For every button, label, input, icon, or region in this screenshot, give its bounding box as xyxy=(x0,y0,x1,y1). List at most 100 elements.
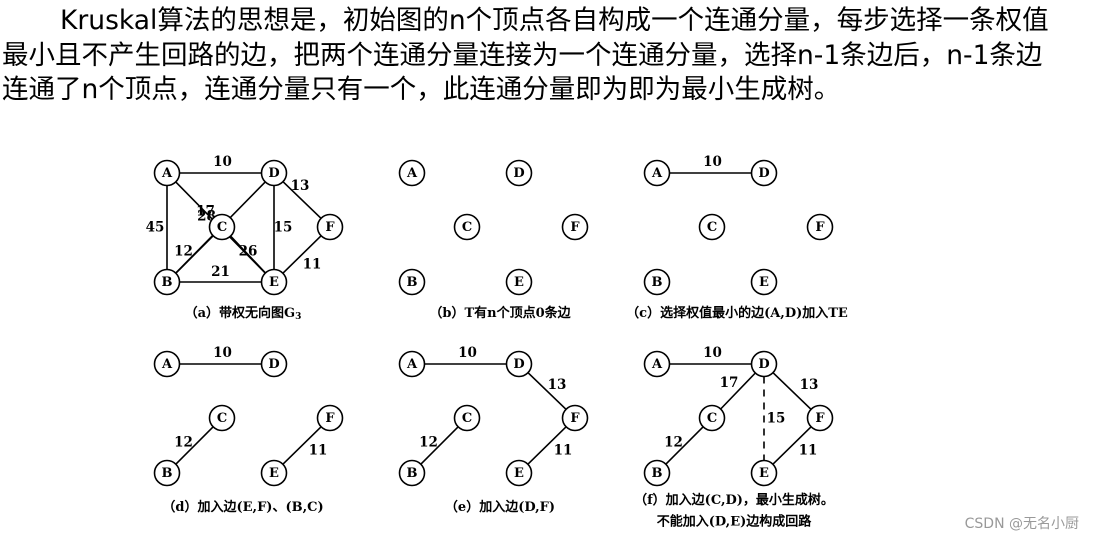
node-label: B xyxy=(652,275,663,290)
node-C: C xyxy=(698,404,726,432)
caption-f: （f）加入边(C,D)，最小生成树。 xyxy=(634,492,834,508)
node-circle xyxy=(316,404,344,432)
node-label: D xyxy=(268,357,279,372)
edge-E-F xyxy=(282,426,322,465)
node-label: B xyxy=(407,275,418,290)
node-circle xyxy=(260,459,288,487)
edge-weight-E-F: 11 xyxy=(303,257,322,273)
node-circle xyxy=(505,350,533,378)
node-label: E xyxy=(759,275,769,290)
edge-B-C xyxy=(665,426,704,465)
node-E: E xyxy=(505,268,533,296)
node-C: C xyxy=(208,404,236,432)
node-circle xyxy=(316,213,344,241)
node-label: F xyxy=(325,411,335,426)
node-F: F xyxy=(806,404,834,432)
edge-weight-A-D: 10 xyxy=(458,345,477,361)
node-A: A xyxy=(643,159,671,187)
node-circle xyxy=(643,350,671,378)
edge-weight-A-B: 45 xyxy=(146,220,165,236)
caption-f-line2: 不能加入(D,E)边构成回路 xyxy=(657,514,813,530)
edge-weight-B-E: 21 xyxy=(211,264,230,280)
edge-E-F xyxy=(772,426,812,465)
edge-weight-D-E: 15 xyxy=(274,220,293,236)
node-circle xyxy=(398,459,426,487)
node-label: A xyxy=(406,166,418,181)
edge-weight-B-C: 12 xyxy=(174,435,193,451)
node-label: C xyxy=(707,220,717,235)
node-circle xyxy=(750,459,778,487)
node-label: C xyxy=(217,411,227,426)
node-D: D xyxy=(750,350,778,378)
node-F: F xyxy=(561,404,589,432)
node-F: F xyxy=(561,213,589,241)
node-label: C xyxy=(707,411,717,426)
node-circle xyxy=(643,459,671,487)
node-circle xyxy=(505,268,533,296)
node-A: A xyxy=(153,159,181,187)
node-D: D xyxy=(505,159,533,187)
node-circle xyxy=(398,268,426,296)
edge-weight-E-F: 11 xyxy=(554,443,573,459)
node-A: A xyxy=(153,350,181,378)
edge-weight-B-C: 12 xyxy=(419,435,438,451)
node-label: D xyxy=(758,357,769,372)
node-label: C xyxy=(462,220,472,235)
node-E: E xyxy=(750,268,778,296)
node-circle xyxy=(208,213,236,241)
node-circle xyxy=(505,459,533,487)
node-F: F xyxy=(316,404,344,432)
edge-weight-D-F: 13 xyxy=(800,377,819,393)
node-label: A xyxy=(161,166,173,181)
edge-E-F xyxy=(282,235,322,274)
node-label: D xyxy=(513,357,524,372)
node-circle xyxy=(750,159,778,187)
node-F: F xyxy=(806,213,834,241)
edge-C-E xyxy=(230,235,266,274)
edge-D-F xyxy=(282,181,322,219)
node-label: B xyxy=(652,466,663,481)
node-label: B xyxy=(162,275,173,290)
edge-weight-B-C: 12 xyxy=(664,435,683,451)
node-circle xyxy=(698,213,726,241)
edge-B-C xyxy=(175,426,214,465)
edge-weight-C-E: 26 xyxy=(239,244,258,260)
intro-paragraph: Kruskal算法的思想是，初始图的n个顶点各自构成一个连通分量，每步选择一条权… xyxy=(2,5,1049,105)
node-C: C xyxy=(453,213,481,241)
node-E: E xyxy=(750,459,778,487)
node-label: E xyxy=(269,466,279,481)
edge-D-F xyxy=(772,372,812,410)
node-B: B xyxy=(153,459,181,487)
node-label: A xyxy=(651,357,663,372)
node-circle xyxy=(453,404,481,432)
caption-a: （a）带权无向图G3 xyxy=(185,305,302,323)
node-label: C xyxy=(462,411,472,426)
node-circle xyxy=(750,350,778,378)
node-circle xyxy=(643,268,671,296)
node-C: C xyxy=(698,213,726,241)
edge-weight-D-B: 17 xyxy=(196,204,215,220)
node-circle xyxy=(750,268,778,296)
node-D: D xyxy=(750,159,778,187)
edge-weight-A-D: 10 xyxy=(703,345,722,361)
node-B: B xyxy=(398,459,426,487)
edge-weight-A-D: 10 xyxy=(213,154,232,170)
edge-weight-D-F: 13 xyxy=(291,178,310,194)
node-circle xyxy=(806,213,834,241)
node-label: A xyxy=(406,357,418,372)
node-A: A xyxy=(643,350,671,378)
edge-D-F xyxy=(527,372,567,410)
node-label: C xyxy=(217,220,227,235)
edge-weight-A-D: 10 xyxy=(213,345,232,361)
node-F: F xyxy=(316,213,344,241)
node-label: F xyxy=(815,220,825,235)
node-D: D xyxy=(260,350,288,378)
edge-C-D xyxy=(720,372,756,410)
watermark: CSDN @无名小厨 xyxy=(964,516,1079,532)
caption-b: （b）T有n个顶点0条边 xyxy=(429,305,571,321)
node-label: E xyxy=(759,466,769,481)
node-label: A xyxy=(651,166,663,181)
